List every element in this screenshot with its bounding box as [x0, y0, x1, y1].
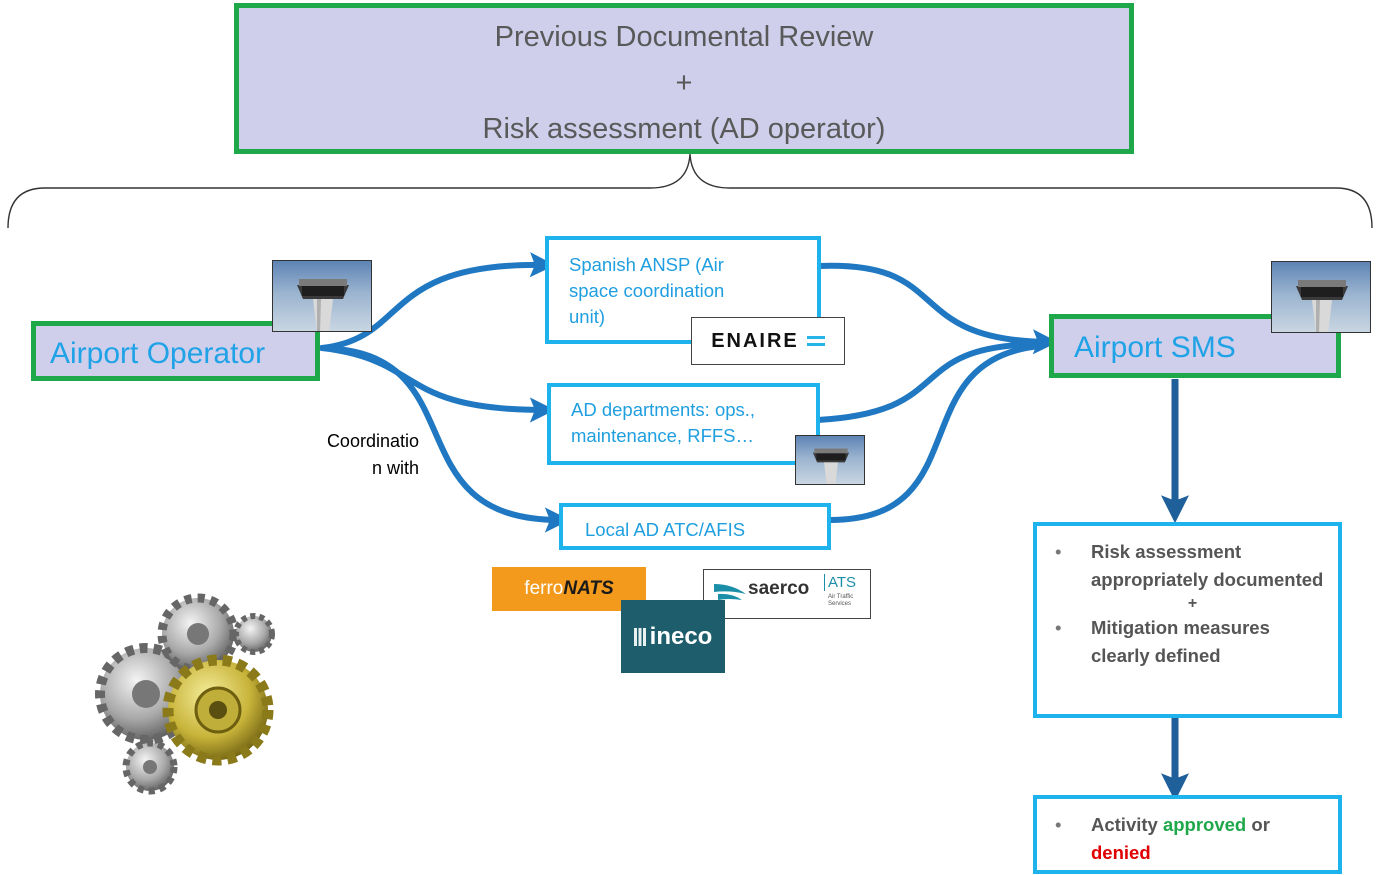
airport-operator-box: Airport Operator — [31, 321, 320, 381]
arrow-departments-to-sms — [815, 341, 1043, 423]
arrow-to-ansp — [319, 252, 556, 351]
atc-box: Local AD ATC/AFIS — [559, 503, 831, 550]
top-box-line2: + — [675, 67, 693, 99]
ferronats-text-a: ferro — [524, 578, 564, 599]
decision-prefix: Activity — [1091, 814, 1163, 835]
gears-icon — [95, 593, 275, 795]
airport-operator-label: Airport Operator — [50, 337, 266, 370]
coordination-label: Coordinatio n with — [276, 428, 419, 482]
coordination-line1: Coordinatio — [326, 431, 419, 451]
top-box-line3: Risk assessment (AD operator) — [482, 113, 886, 145]
top-box: Previous Documental Review + Risk assess… — [234, 3, 1134, 154]
decision-approved: approved — [1162, 814, 1247, 835]
decision-denied: denied — [1091, 842, 1151, 863]
decision-item: Activity approved or denied — [1051, 811, 1328, 867]
departments-label: AD departments: ops., maintenance, RFFS… — [571, 399, 756, 446]
decision-middle: or — [1246, 814, 1270, 835]
ineco-logo: ineco — [621, 600, 725, 673]
ansp-label: Spanish ANSP (Air space coordination uni… — [569, 254, 725, 327]
control-tower-icon — [795, 435, 865, 485]
departments-box: AD departments: ops., maintenance, RFFS… — [547, 383, 820, 465]
ferronats-text-b: NATS — [563, 578, 614, 599]
arrow-to-atc — [319, 345, 571, 533]
decision-box: Activity approved or denied — [1033, 795, 1342, 874]
enaire-mark-icon — [806, 336, 825, 346]
airport-sms-label: Airport SMS — [1074, 331, 1236, 364]
ferronats-logo: ferro NATS — [492, 567, 646, 611]
saerco-sub-text: Air Traffic Services — [828, 594, 854, 607]
top-box-line1: Previous Documental Review — [494, 21, 874, 53]
arrow-ansp-to-sms — [815, 262, 1059, 355]
result-item-1: Risk assessment appropriately documented — [1051, 538, 1328, 594]
saerco-wing-icon — [714, 584, 746, 600]
arrow-to-departments — [319, 345, 556, 423]
enaire-logo-text: ENAIRE — [711, 329, 799, 352]
airport-sms-box: Airport SMS — [1049, 314, 1341, 378]
result-item-2: Mitigation measures clearly defined — [1051, 614, 1328, 670]
result-plus: + — [1187, 595, 1198, 612]
curly-brace — [7, 153, 1373, 229]
coordination-line2: n with — [371, 458, 419, 478]
atc-label: Local AD ATC/AFIS — [585, 519, 746, 540]
enaire-logo: ENAIRE — [691, 317, 845, 365]
ineco-text: ineco — [649, 622, 713, 650]
control-tower-icon — [1271, 261, 1371, 333]
saerco-logo: saerco ATS Air Traffic Services — [703, 569, 871, 619]
saerco-text: saerco — [748, 578, 810, 599]
control-tower-icon — [272, 260, 372, 332]
ineco-bars-icon — [633, 627, 646, 646]
saerco-ats-text: ATS — [824, 574, 856, 591]
arrow-atc-to-sms — [827, 343, 1043, 523]
result-box: Risk assessment appropriately documented… — [1033, 522, 1342, 718]
